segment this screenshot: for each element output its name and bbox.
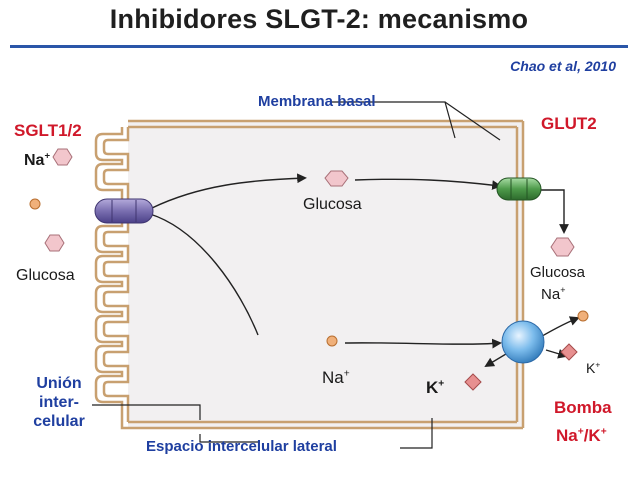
label-na-right: Na+ — [541, 285, 566, 304]
potassium-center — [464, 373, 482, 391]
glucose-center — [324, 170, 349, 187]
union-line-3: celular — [33, 413, 85, 430]
lateral-space-lines — [92, 101, 501, 449]
title-underline — [10, 45, 628, 48]
cell-body — [128, 121, 523, 428]
bottom-membrane — [128, 420, 523, 430]
label-sglt: SGLT1/2 — [14, 121, 82, 140]
label-glut2: GLUT2 — [541, 114, 597, 133]
label-membrana-basal: Membrana basal — [258, 93, 376, 110]
glucose-right — [550, 237, 575, 257]
sodium-top-left — [29, 198, 41, 210]
label-glucosa-center: Glucosa — [303, 196, 362, 213]
label-union-intercelular: Unión inter- celular — [24, 374, 94, 431]
label-k-right: K+ — [586, 359, 601, 376]
page-title: Inhibidores SLGT-2: mecanismo — [109, 4, 529, 34]
glucose-top-left — [52, 148, 73, 166]
label-k-center: K+ — [426, 378, 445, 397]
label-bomba: Bomba — [554, 398, 612, 417]
potassium-ions — [464, 343, 578, 391]
label-espacio-intercelular: Espacio intercelular lateral — [146, 438, 337, 455]
label-glucosa-left: Glucosa — [16, 267, 75, 284]
label-glucosa-right: Glucosa — [530, 264, 586, 281]
citation: Chao et al, 2010 — [510, 58, 616, 74]
glucose-molecules — [44, 148, 575, 257]
label-na-center: Na+ — [322, 368, 350, 387]
potassium-right — [560, 343, 578, 361]
glut2-transporter — [496, 177, 542, 201]
union-line-2: inter- — [39, 394, 79, 411]
right-membrane — [515, 121, 525, 428]
union-line-1: Unión — [36, 375, 82, 392]
label-bomba-na-k: Na+/K+ — [556, 426, 607, 445]
sodium-ions — [29, 198, 589, 347]
na-k-pump — [501, 320, 545, 364]
glucose-left — [44, 234, 65, 252]
sodium-center — [326, 335, 338, 347]
brush-border-microvilli — [94, 127, 130, 430]
sodium-right — [577, 310, 589, 322]
sglt-transporter — [94, 198, 154, 224]
label-na-left: Na+ — [24, 150, 51, 169]
